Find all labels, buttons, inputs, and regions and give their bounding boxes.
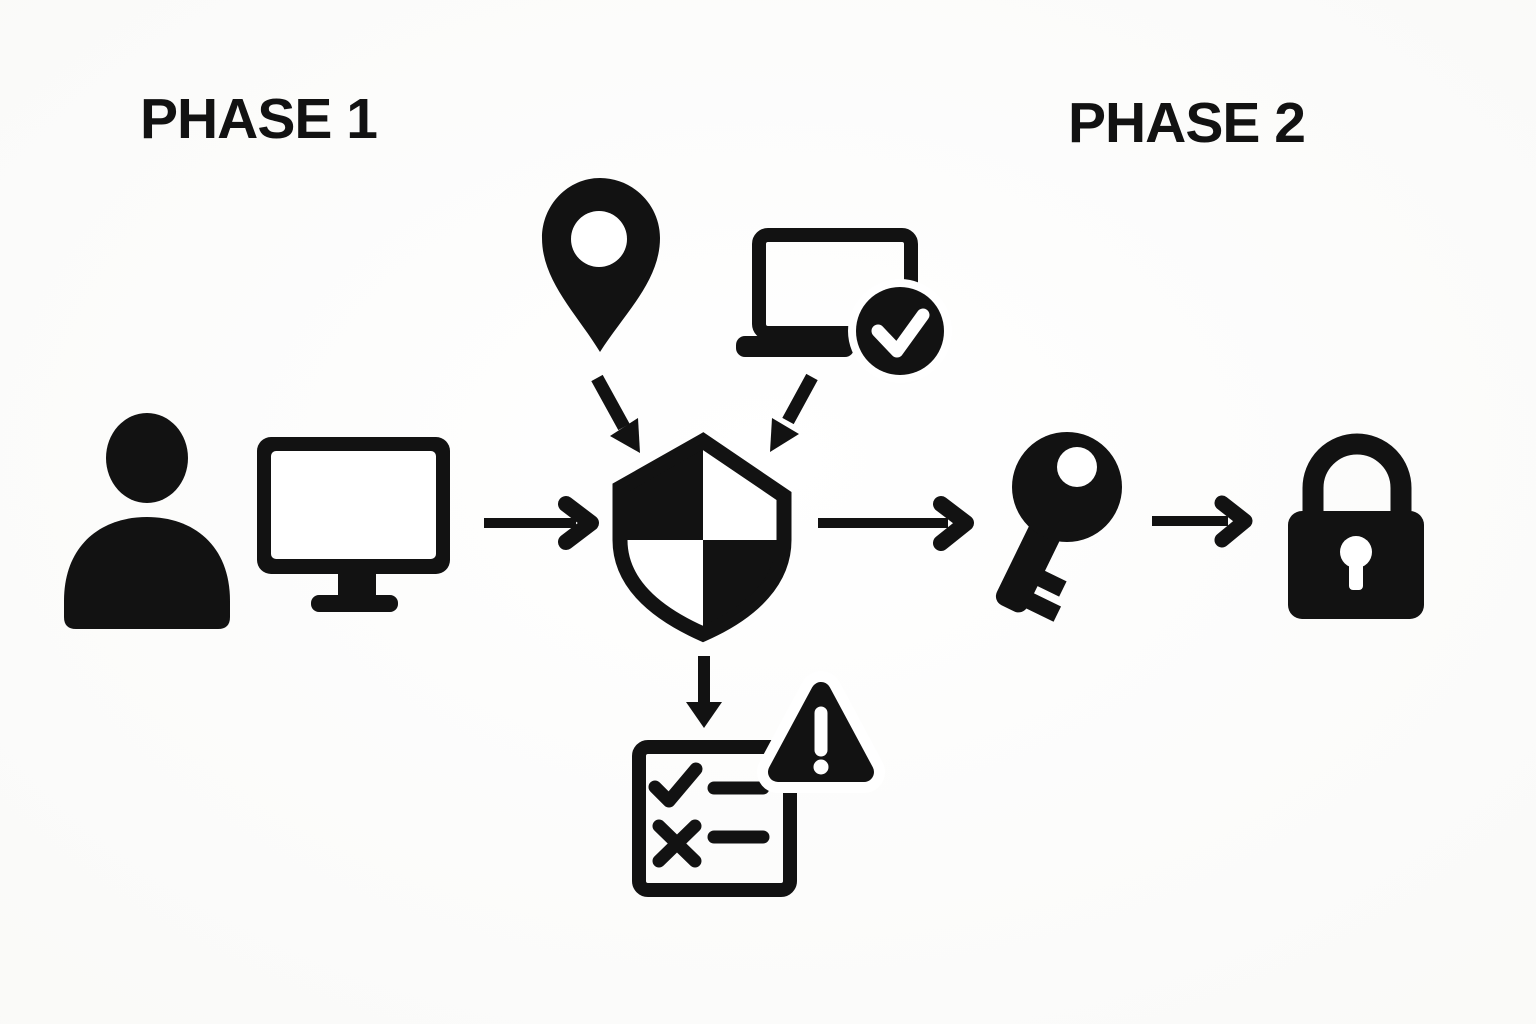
phase1-label: PHASE 1: [140, 87, 378, 151]
shield-checkered-icon: [612, 432, 792, 643]
location-pin-icon: [542, 178, 660, 352]
arrow-shield-to-checklist: [686, 656, 722, 728]
checklist-icon: [632, 740, 797, 897]
user-icon: [64, 413, 230, 629]
key-icon: [995, 432, 1122, 622]
arrow-device-to-shield: [770, 373, 818, 452]
desktop-monitor-icon: [257, 437, 450, 612]
arrow-computer-to-shield: [484, 496, 599, 550]
laptop-check-icon: [736, 228, 952, 383]
warning-icon: [757, 671, 885, 793]
padlock-icon: [1288, 433, 1424, 619]
arrow-shield-to-key: [818, 496, 974, 551]
phase2-label: PHASE 2: [1068, 91, 1306, 155]
arrow-key-to-lock: [1152, 495, 1253, 548]
arrow-location-to-shield: [591, 374, 640, 453]
